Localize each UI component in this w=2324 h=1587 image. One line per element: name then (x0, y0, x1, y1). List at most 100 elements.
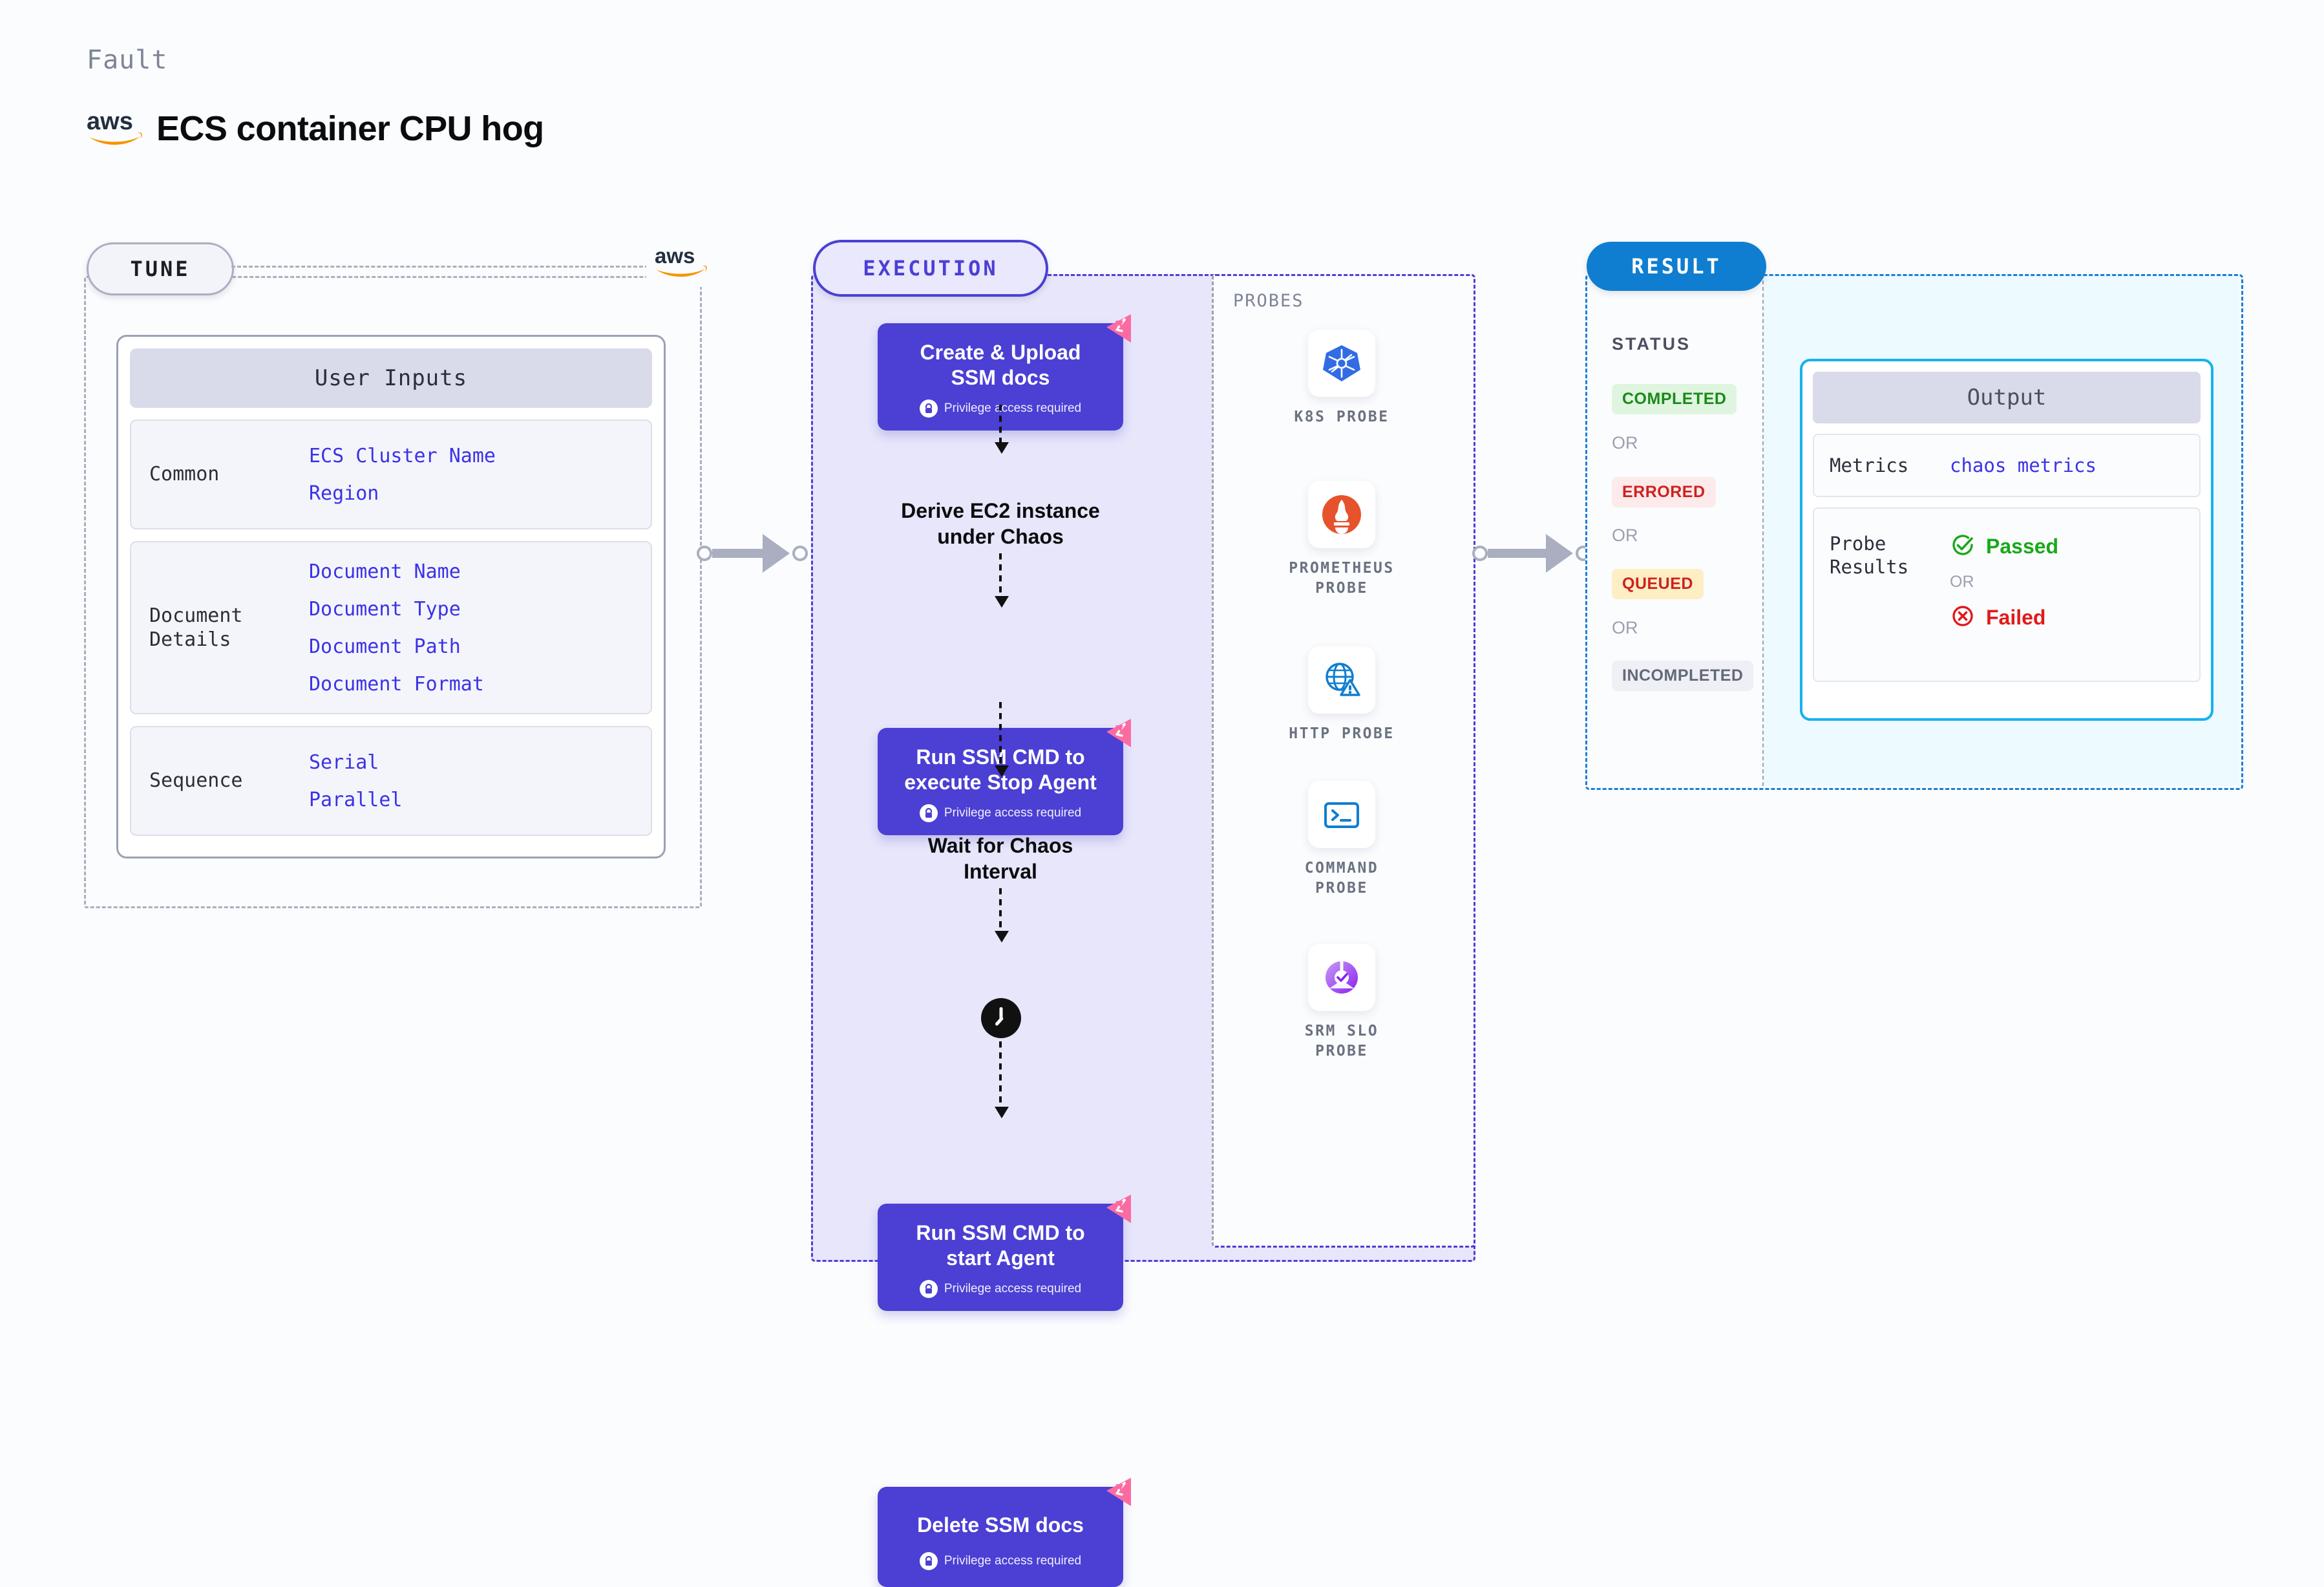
tune-group-label: Sequence (149, 769, 243, 793)
tune-group-label: Common (149, 463, 220, 486)
output-title: Output (1813, 372, 2201, 423)
connector-arrowhead (1546, 534, 1573, 573)
prometheus-icon (1308, 481, 1375, 548)
tune-group-document-details: Document Details Document Name Document … (130, 541, 652, 714)
probe-result-or: OR (1950, 573, 1974, 591)
probe-k8s[interactable]: K8S PROBE (1277, 330, 1406, 427)
privilege-note: Privilege access required (888, 1552, 1113, 1571)
user-inputs-card: User Inputs Common ECS Cluster Name Regi… (116, 335, 666, 858)
aws-badge-icon: aws (646, 239, 723, 287)
exec-step-title: Delete SSM docs (917, 1513, 1084, 1537)
wrench-marker-icon (1106, 1478, 1131, 1507)
tune-value[interactable]: Document Type (309, 597, 461, 621)
probe-result-failed-label: Failed (1986, 606, 2046, 629)
privilege-note-text: Privilege access required (944, 401, 1082, 416)
status-badge-completed: COMPLETED (1612, 384, 1737, 414)
connector-arrowhead (763, 534, 790, 573)
output-card: Output Metrics chaos metrics Probe Resul… (1800, 359, 2213, 721)
flow-dotted-line (999, 405, 1002, 443)
status-badge-label: COMPLETED (1612, 384, 1737, 414)
lock-icon (919, 1280, 938, 1299)
output-metrics-label: Metrics (1830, 454, 1909, 476)
result-status-region (1585, 274, 1764, 786)
tune-value[interactable]: Document Format (309, 672, 484, 696)
privilege-note-text: Privilege access required (944, 806, 1082, 820)
svg-text:aws: aws (87, 110, 133, 135)
connector-bar (1488, 549, 1547, 558)
probe-label: PROMETHEUS PROBE (1289, 560, 1395, 597)
probe-result-failed: Failed (1950, 603, 2058, 632)
privilege-note-text: Privilege access required (944, 1554, 1082, 1568)
tune-value[interactable]: Document Path (309, 635, 461, 658)
user-inputs-title: User Inputs (130, 348, 652, 408)
exec-step-delete-ssm-docs[interactable]: Delete SSM docs Privilege access require… (878, 1478, 1131, 1587)
result-panel (1585, 274, 2243, 790)
status-badge-queued: QUEUED (1612, 569, 1704, 599)
page-title-row: aws ECS container CPU hog (87, 109, 544, 149)
execution-pill-label: EXECUTION (813, 240, 1048, 297)
connector-start-dot (697, 546, 712, 561)
probes-title: PROBES (1233, 291, 1304, 311)
probe-label: HTTP PROBE (1289, 725, 1395, 742)
flow-arrowhead (995, 596, 1009, 608)
tune-group-common: Common ECS Cluster Name Region (130, 420, 652, 529)
status-badge-label: QUEUED (1612, 569, 1704, 599)
aws-logo-icon: aws (87, 110, 142, 147)
tune-value[interactable]: Serial (309, 751, 379, 774)
flow-dotted-line (999, 702, 1002, 767)
status-or-2: OR (1612, 526, 1638, 545)
exec-step-title: Run SSM CMD to start Agent (916, 1221, 1085, 1270)
wrench-marker-icon (1106, 719, 1131, 748)
exec-step-run-ssm-cmd-stop-agent[interactable]: Run SSM CMD to execute Stop Agent Privil… (878, 719, 1131, 836)
tune-lead-line (231, 266, 684, 268)
page-title: ECS container CPU hog (156, 109, 544, 148)
tune-value[interactable]: Parallel (309, 788, 403, 811)
http-globe-icon (1308, 646, 1375, 714)
privilege-note: Privilege access required (888, 804, 1113, 823)
tune-panel (84, 276, 702, 908)
flow-dotted-line (999, 1030, 1002, 1108)
connector-end-dot (792, 546, 808, 561)
probes-panel (1212, 274, 1475, 1248)
lock-icon (919, 399, 938, 418)
wrench-marker-icon (1106, 1195, 1131, 1224)
output-row-probe-results: Probe Results Passed OR (1813, 507, 2201, 682)
output-probe-label: Probe Results (1830, 533, 1909, 579)
check-circle-icon (1950, 532, 1976, 561)
tune-pill-label: TUNE (87, 242, 234, 295)
privilege-note: Privilege access required (888, 1280, 1113, 1299)
lock-icon (919, 1552, 938, 1571)
status-badge-label: INCOMPLETED (1612, 661, 1754, 691)
status-badge-errored: ERRORED (1612, 477, 1716, 507)
kubernetes-icon (1308, 330, 1375, 397)
probe-command[interactable]: COMMAND PROBE (1277, 781, 1406, 899)
tune-value[interactable]: ECS Cluster Name (309, 444, 496, 467)
connector-start-dot (1472, 546, 1488, 561)
probe-label: K8S PROBE (1294, 409, 1389, 425)
status-title: STATUS (1612, 334, 1691, 354)
exec-step-wait-for-chaos-interval: Wait for Chaos Interval (927, 834, 1073, 883)
exec-step-run-ssm-cmd-start-agent[interactable]: Run SSM CMD to start Agent Privilege acc… (878, 1195, 1131, 1312)
exec-step-title: Create & Upload SSM docs (920, 341, 1081, 390)
probe-label: COMMAND PROBE (1304, 860, 1379, 897)
probe-prometheus[interactable]: PROMETHEUS PROBE (1277, 481, 1406, 599)
flow-arrowhead (995, 442, 1009, 454)
flow-arrowhead (995, 931, 1009, 943)
connector-tune-to-execution (697, 534, 808, 573)
srm-slo-icon (1308, 944, 1375, 1011)
exec-step-create-upload-ssm-docs[interactable]: Create & Upload SSM docs Privilege acces… (878, 314, 1131, 431)
tune-value[interactable]: Region (309, 482, 379, 505)
probe-srm-slo[interactable]: SRM SLO PROBE (1277, 944, 1406, 1061)
probe-result-passed: Passed (1950, 532, 2058, 561)
page-eyebrow: Fault (87, 45, 168, 75)
probe-http[interactable]: HTTP PROBE (1277, 646, 1406, 744)
connector-bar (712, 549, 764, 558)
result-pill-label: RESULT (1587, 242, 1766, 291)
terminal-icon (1308, 781, 1375, 848)
privilege-note-text: Privilege access required (944, 1282, 1082, 1296)
status-or-3: OR (1612, 618, 1638, 637)
tune-group-sequence: Sequence Serial Parallel (130, 726, 652, 836)
svg-text:aws: aws (655, 244, 695, 268)
output-metrics-value[interactable]: chaos metrics (1950, 454, 2097, 476)
tune-value[interactable]: Document Name (309, 560, 461, 583)
